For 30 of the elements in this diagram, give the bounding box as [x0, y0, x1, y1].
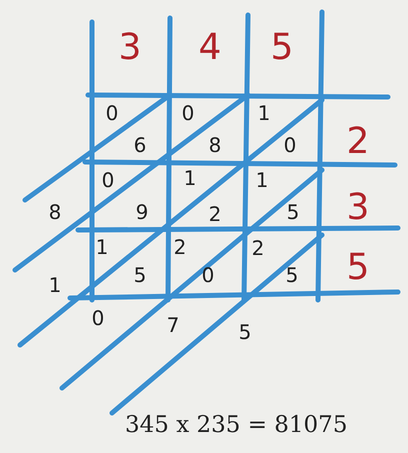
product-digit: 0: [284, 135, 296, 155]
product-digit: 0: [182, 103, 194, 123]
product-digit: 2: [252, 238, 264, 258]
product-digit: 1: [48, 275, 62, 295]
product-digit: 1: [258, 103, 270, 123]
factor-digit: 3: [118, 30, 142, 66]
product-digit: 9: [136, 202, 148, 222]
product-digit: 5: [286, 265, 298, 285]
product-digit: 1: [96, 237, 108, 257]
equation-caption: 345 x 235 = 81075: [125, 412, 348, 438]
factor-digit: 4: [198, 30, 222, 66]
factor-digit: 5: [270, 30, 294, 66]
factor-digit: 3: [346, 190, 370, 226]
factor-digit: 2: [346, 124, 370, 160]
result-digit: 5: [238, 322, 252, 342]
product-digit: 1: [184, 168, 196, 188]
product-digit: 5: [134, 265, 146, 285]
product-digit: 8: [208, 135, 222, 155]
product-digit: 0: [102, 170, 114, 190]
product-digit: 0: [202, 265, 214, 285]
product-digit: 2: [208, 204, 222, 224]
result-digit: 0: [92, 308, 104, 328]
product-digit: 5: [286, 202, 300, 222]
product-digit: 2: [174, 237, 186, 257]
factor-digit: 5: [346, 250, 370, 286]
product-digit: 8: [48, 202, 62, 222]
product-digit: 0: [106, 103, 118, 123]
result-digit: 7: [166, 315, 180, 335]
product-digit: 6: [134, 135, 146, 155]
product-digit: 1: [256, 170, 268, 190]
